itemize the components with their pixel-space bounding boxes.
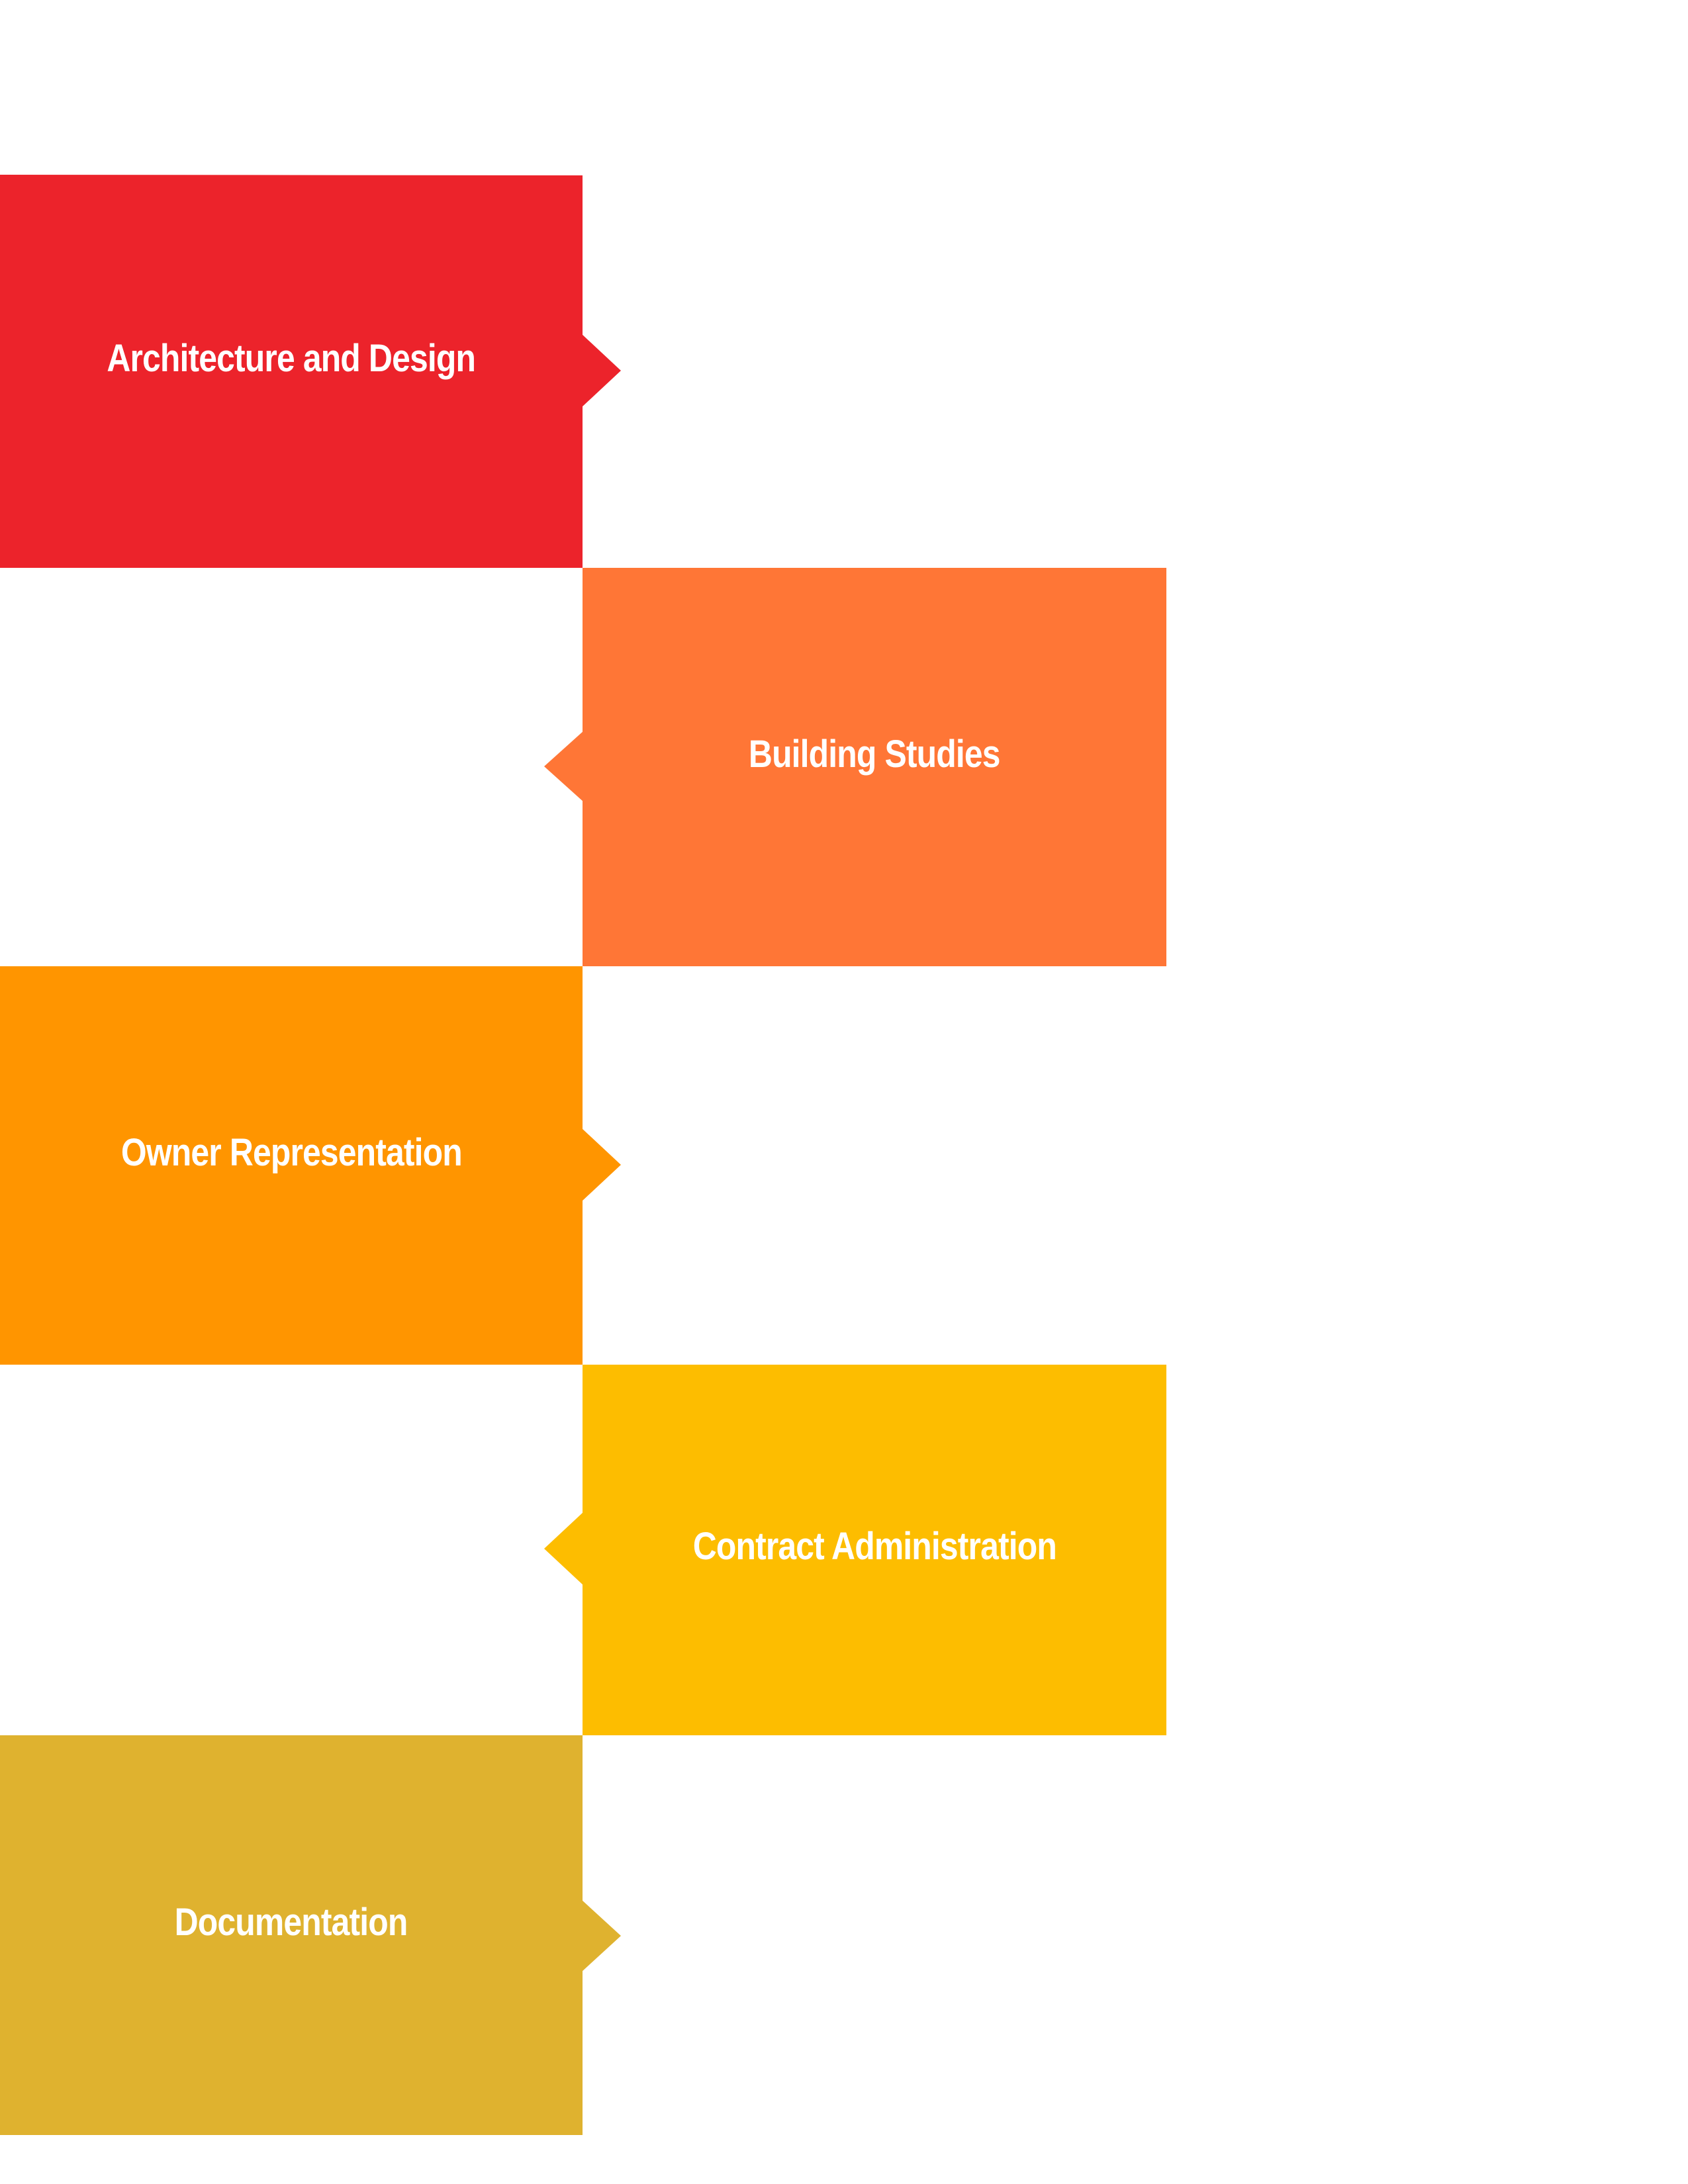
service-label-documentation: Documentation [175, 1900, 408, 1944]
pointer-right-arrow-documentation [581, 1899, 621, 1972]
service-label-owner-representation: Owner Representation [120, 1130, 463, 1174]
pointer-right-arrow-owner-representation [581, 1128, 621, 1202]
service-block-building-studies: Building Studies [583, 568, 1166, 966]
service-label-building-studies: Building Studies [749, 732, 1001, 776]
service-block-contract-administration: Contract Administration [583, 1365, 1166, 1735]
pointer-left-arrow-building-studies [544, 731, 584, 802]
pointer-left-arrow-contract-administration [544, 1512, 584, 1586]
service-block-architecture-design: Architecture and Design [0, 175, 583, 568]
service-block-owner-representation: Owner Representation [0, 966, 583, 1365]
service-block-documentation: Documentation [0, 1735, 583, 2135]
pointer-right-arrow-architecture [581, 334, 621, 408]
service-label-architecture-design: Architecture and Design [107, 336, 477, 380]
service-label-contract-administration: Contract Administration [692, 1524, 1056, 1568]
